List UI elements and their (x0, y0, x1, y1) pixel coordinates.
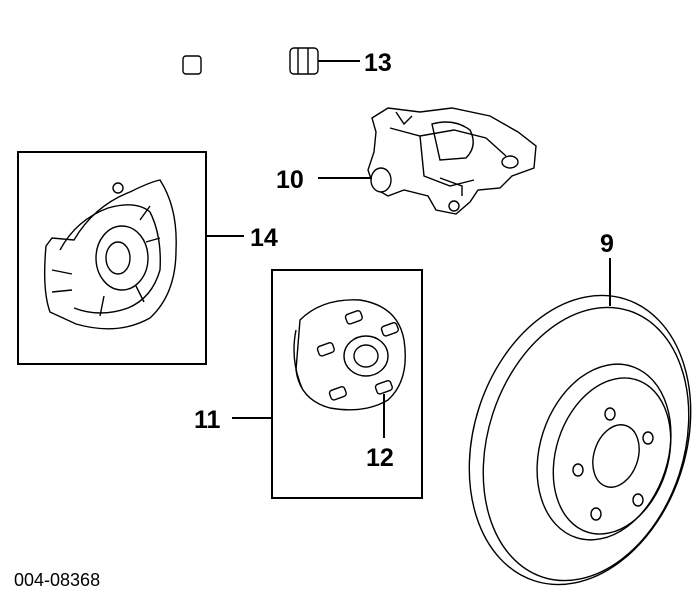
callout-9: 9 (600, 230, 614, 258)
callout-14: 14 (250, 224, 278, 252)
lug-holes (572, 407, 654, 521)
dust-shield-part (43, 179, 177, 330)
hub-part (293, 299, 406, 411)
brake-hose-part (182, 21, 319, 75)
callout-13: 13 (364, 49, 392, 77)
figure-code: 004-08368 (14, 570, 100, 590)
callout-10: 10 (276, 166, 304, 194)
shield-frame (17, 151, 207, 365)
callout-12: 12 (366, 444, 394, 472)
caliper-part (367, 107, 537, 215)
wheel-studs (316, 310, 399, 401)
callout-11: 11 (194, 406, 221, 434)
hub-frame (271, 269, 423, 499)
brake-rotor-part (468, 294, 692, 586)
